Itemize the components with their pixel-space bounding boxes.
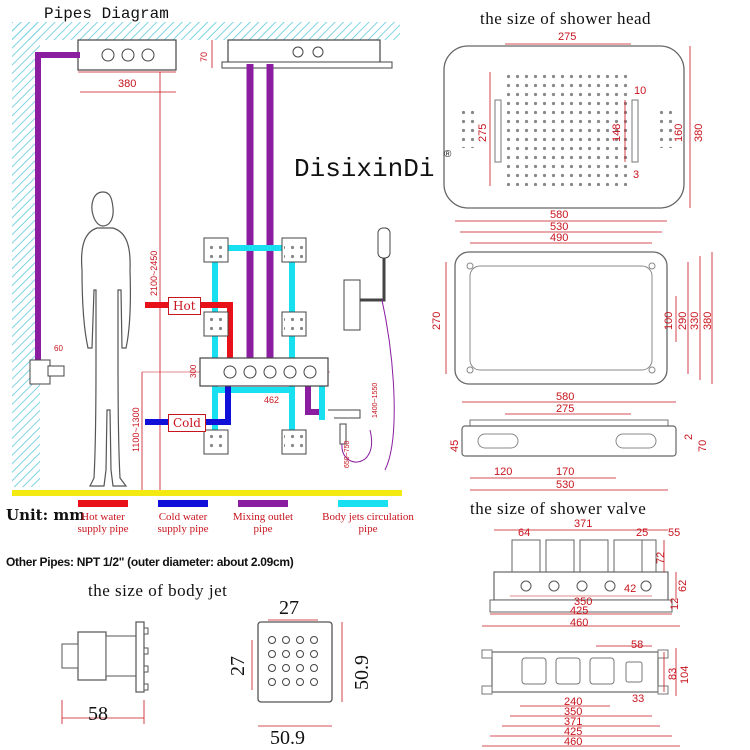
mix-pipe-3 (305, 385, 322, 415)
sh-frame-100: 100 (663, 311, 675, 330)
shower-head-frame-view (445, 220, 713, 385)
dim-462: 462 (264, 395, 280, 405)
sh-top-380: 380 (693, 123, 705, 142)
dim-1100-1300: 1100~1300 (131, 407, 141, 452)
sv-front-12: 12 (669, 597, 681, 610)
brand-name: DisixinDi (294, 154, 435, 184)
dim-2100-2450: 2100~2450 (149, 250, 159, 296)
sh-top-3: 3 (633, 169, 640, 181)
sv-box-425: 425 (564, 726, 583, 738)
hot-label: Hot (168, 297, 201, 315)
pipes-diagram (12, 22, 402, 496)
legend-mix-label: Mixing outlet pipe (232, 511, 294, 535)
body-jet-title: the size of body jet (88, 581, 228, 600)
sh-top-160: 160 (673, 123, 685, 142)
sv-box-350: 350 (564, 706, 583, 718)
mix-pipe-wall (35, 52, 80, 360)
shower-head-top-view (443, 43, 691, 209)
cold-label: Cold (168, 414, 206, 432)
legend-circ-label: Body jets circulation pipe (322, 511, 414, 535)
sh-frame-380: 380 (702, 311, 714, 330)
sv-box-33: 33 (632, 693, 645, 705)
legend-swatches (78, 500, 388, 507)
legend-hot-label: Hot water supply pipe (77, 511, 129, 535)
sh-side-120: 120 (494, 466, 513, 478)
brand-registered-mark: ® (444, 149, 452, 160)
shower-head-side-view (461, 401, 677, 491)
sh-top-10: 10 (634, 85, 647, 97)
dim-300: 300 (189, 364, 198, 378)
sv-box-58: 58 (631, 639, 644, 651)
sh-frame-290: 290 (677, 311, 689, 330)
shower-valve-title: the size of shower valve (470, 499, 647, 518)
sv-front-62: 62 (677, 579, 689, 592)
floor-line (12, 490, 402, 496)
dim-380: 380 (118, 78, 137, 90)
sv-front-64: 64 (518, 527, 531, 539)
dim-70: 70 (199, 51, 209, 62)
legend-cold-label: Cold water supply pipe (157, 511, 209, 535)
shower-valve-box-view (481, 645, 680, 747)
human-figure (80, 191, 131, 487)
sv-box-240: 240 (564, 696, 583, 708)
bj-27-side: 27 (227, 656, 249, 676)
bj-58: 58 (88, 703, 108, 725)
sh-top-275: 275 (558, 31, 577, 43)
ceiling-shower-box-right (227, 39, 381, 65)
bj-27-top: 27 (279, 597, 299, 619)
sv-front-55: 55 (668, 527, 681, 539)
sh-frame-270: 270 (431, 311, 443, 330)
sv-box-104: 104 (679, 665, 691, 684)
bj-50-9-bottom: 50.9 (270, 727, 305, 749)
sv-front-350: 350 (574, 596, 593, 608)
sh-side-580: 580 (556, 391, 575, 403)
sh-side-530: 530 (556, 479, 575, 491)
sv-box-83: 83 (667, 667, 679, 680)
sv-front-72: 72 (655, 551, 667, 564)
sv-front-42: 42 (624, 583, 637, 595)
sv-front-425: 425 (570, 605, 589, 617)
sh-side-70: 70 (697, 439, 709, 452)
sh-frame-330: 330 (689, 311, 701, 330)
dim-650-750: 650~750 (344, 440, 351, 468)
sh-frame-490: 490 (550, 232, 569, 244)
sv-front-460: 460 (570, 617, 589, 629)
pipes-diagram-title: Pipes Diagram (44, 5, 169, 23)
ceiling-hatch (12, 22, 400, 40)
sh-frame-580: 580 (550, 209, 569, 221)
sv-front-371: 371 (574, 518, 593, 530)
sv-front-25: 25 (636, 527, 649, 539)
sh-frame-530: 530 (550, 221, 569, 233)
sh-side-45: 45 (449, 439, 461, 452)
sh-side-170: 170 (556, 466, 575, 478)
other-pipes-note: Other Pipes: NPT 1/2" (outer diameter: a… (6, 555, 294, 569)
sh-top-275-vertical: 275 (477, 123, 489, 142)
shower-valve-front-view (482, 529, 680, 627)
dim-60: 60 (54, 344, 63, 353)
shower-head-title: the size of shower head (480, 9, 652, 28)
sh-top-148: 148 (611, 123, 623, 142)
sh-side-275: 275 (556, 403, 575, 415)
body-jet-side-view (61, 621, 149, 724)
bj-50-9-side: 50.9 (351, 655, 373, 690)
dim-1400-1550: 1400~1550 (372, 382, 379, 418)
unit-label: Unit: mm (6, 506, 86, 524)
body-jet-front-view (251, 619, 343, 727)
sv-box-371: 371 (564, 716, 583, 728)
sv-box-460: 460 (564, 736, 583, 748)
sh-side-2: 2 (683, 433, 695, 440)
